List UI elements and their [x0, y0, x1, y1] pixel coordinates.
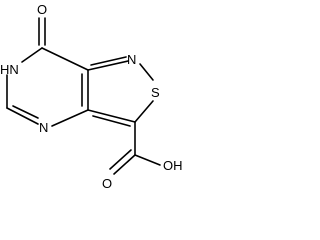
atom-labels: O HN N N S O OH — [0, 2, 183, 191]
bond-n1-s2 — [139, 63, 154, 81]
atom-acid-hydroxyl: OH — [163, 158, 183, 173]
bond-c7a-n1-inner — [90, 56, 127, 66]
atom-isothiazole-n: N — [127, 52, 136, 67]
bond-c7-n6 — [21, 47, 43, 63]
bond-lines — [6, 17, 161, 175]
bond-s2-c3 — [134, 100, 154, 123]
atom-ring-n-bottom: N — [39, 120, 48, 135]
bond-c7-c7a — [41, 47, 89, 71]
bond-acid-co-a — [113, 154, 136, 175]
bond-acid-co-b — [109, 149, 132, 170]
bond-c3a-c3-inner — [92, 115, 131, 127]
atom-acid-carbonyl-oxygen: O — [102, 176, 112, 191]
atom-carbonyl-oxygen: O — [37, 2, 47, 17]
bond-c5-n4 — [6, 107, 39, 125]
bond-c7a-n1 — [87, 60, 129, 71]
bond-c5-n4-inner — [12, 105, 39, 119]
bond-acid-coh — [134, 154, 161, 166]
chemical-structure-diagram: O HN N N S O OH — [0, 2, 183, 191]
atom-ring-nh: HN — [0, 62, 19, 77]
bond-c3a-c3 — [87, 109, 136, 123]
bond-n4-c3a — [51, 109, 89, 127]
atom-isothiazole-s: S — [151, 85, 160, 100]
